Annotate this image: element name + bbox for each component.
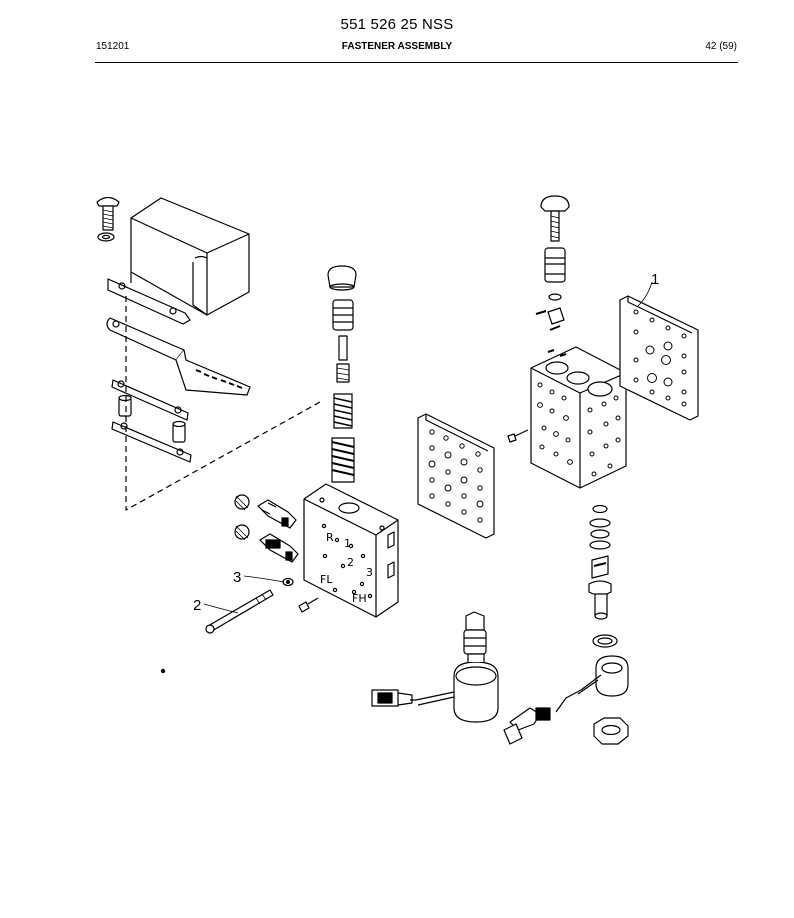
- cover-bracket-group: [96, 196, 321, 511]
- document-number: 551 526 25 NSS: [340, 16, 454, 33]
- solenoid-assembly: [371, 611, 499, 723]
- header-divider: [95, 62, 738, 63]
- port-label-fl: FL: [320, 573, 333, 586]
- page-title: FASTENER ASSEMBLY: [341, 41, 453, 52]
- port-label-3: 3: [366, 566, 373, 579]
- right-valve-group: [503, 195, 699, 745]
- port-label-r: R: [326, 531, 334, 544]
- section-code: 151201: [96, 41, 130, 52]
- callout-1: 1: [651, 271, 659, 288]
- valve-stack-group: R 1 2 3 FL FH: [160, 265, 399, 674]
- callout-3: 3: [233, 569, 241, 586]
- port-label-fh: FH: [352, 592, 367, 605]
- page-number: 42 (59): [705, 41, 737, 52]
- callout-2: 2: [193, 597, 201, 614]
- port-label-1: 1: [344, 537, 351, 550]
- gasket-plate-center: [417, 413, 495, 539]
- port-label-2: 2: [347, 556, 354, 569]
